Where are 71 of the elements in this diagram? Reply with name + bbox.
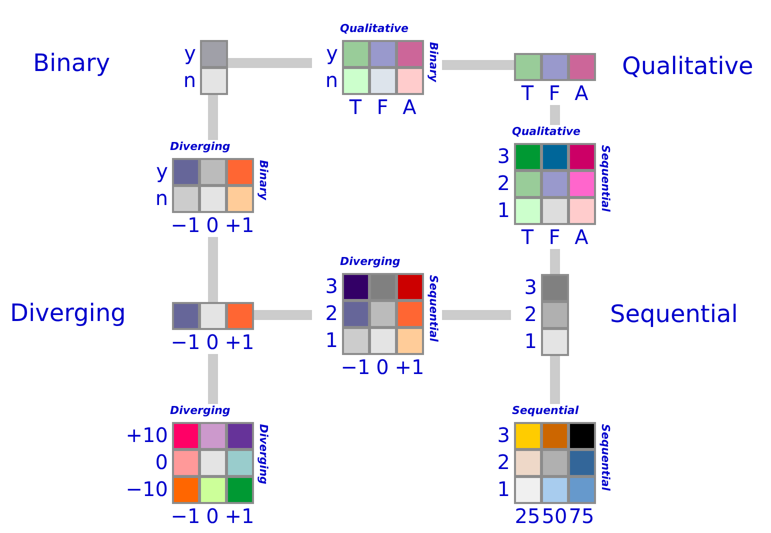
column-label: −1 bbox=[170, 331, 202, 353]
scheme-name: Qualitative bbox=[622, 51, 754, 81]
connector-line bbox=[442, 60, 514, 70]
column-label: 25 bbox=[514, 505, 542, 527]
connector-line bbox=[208, 95, 218, 140]
axis-title: Diverging bbox=[340, 255, 400, 269]
column-label: F bbox=[548, 82, 562, 104]
axis-title: Qualitative bbox=[340, 22, 408, 36]
column-label: 0 bbox=[205, 505, 220, 527]
column-label: A bbox=[574, 82, 590, 104]
connector-line bbox=[228, 58, 312, 68]
row-label: 3 bbox=[325, 273, 338, 300]
row-label: −10 bbox=[126, 476, 168, 503]
row-label: 3 bbox=[497, 143, 510, 170]
row-label: n bbox=[325, 67, 338, 94]
axis-title: Binary bbox=[256, 160, 270, 200]
connector-line bbox=[550, 105, 560, 125]
column-label: 0 bbox=[205, 331, 220, 353]
column-label: T bbox=[520, 226, 535, 248]
column-label: +1 bbox=[394, 356, 426, 378]
column-label: T bbox=[348, 96, 363, 118]
row-label: +10 bbox=[126, 422, 168, 449]
axis-title: Sequential bbox=[426, 275, 440, 342]
scheme-name: Sequential bbox=[610, 299, 738, 329]
axis-title: Sequential bbox=[598, 424, 612, 491]
column-label: F bbox=[376, 96, 390, 118]
row-label: 3 bbox=[497, 422, 510, 449]
row-label: 1 bbox=[325, 327, 338, 354]
axis-title: Binary bbox=[426, 42, 440, 82]
connector-line bbox=[550, 249, 560, 274]
row-label: 1 bbox=[524, 328, 537, 355]
column-label: −1 bbox=[170, 505, 202, 527]
row-label: 0 bbox=[155, 449, 168, 476]
column-label: +1 bbox=[224, 214, 256, 236]
row-label: 2 bbox=[497, 449, 510, 476]
column-label: −1 bbox=[340, 356, 372, 378]
column-label: −1 bbox=[170, 214, 202, 236]
column-label: T bbox=[520, 82, 535, 104]
column-label: 0 bbox=[375, 356, 390, 378]
connector-line bbox=[442, 310, 511, 320]
row-label: 1 bbox=[497, 197, 510, 224]
axis-title: Diverging bbox=[170, 140, 230, 154]
column-label: 50 bbox=[540, 505, 568, 527]
row-label: y bbox=[184, 40, 196, 67]
row-label: 3 bbox=[524, 274, 537, 301]
scheme-name: Diverging bbox=[10, 298, 126, 328]
axis-title: Diverging bbox=[170, 404, 230, 418]
row-label: 1 bbox=[497, 476, 510, 503]
axis-title: Diverging bbox=[256, 424, 270, 484]
column-label: 0 bbox=[205, 214, 220, 236]
connector-line bbox=[550, 356, 560, 404]
row-label: 2 bbox=[497, 170, 510, 197]
row-label: n bbox=[155, 185, 168, 212]
column-label: +1 bbox=[224, 331, 256, 353]
connector-line bbox=[208, 354, 218, 404]
connector-line bbox=[208, 237, 218, 302]
column-label: A bbox=[574, 226, 590, 248]
column-label: 75 bbox=[568, 505, 596, 527]
row-label: n bbox=[183, 67, 196, 94]
column-label: A bbox=[402, 96, 418, 118]
row-label: 2 bbox=[524, 301, 537, 328]
column-label: +1 bbox=[224, 505, 256, 527]
scheme-name: Binary bbox=[33, 48, 110, 78]
connector-line bbox=[254, 310, 312, 320]
axis-title: Sequential bbox=[598, 145, 612, 212]
row-label: 2 bbox=[325, 300, 338, 327]
axis-title: Sequential bbox=[512, 404, 579, 418]
row-label: y bbox=[326, 40, 338, 67]
axis-title: Qualitative bbox=[512, 125, 580, 139]
row-label: y bbox=[156, 158, 168, 185]
column-label: F bbox=[548, 226, 562, 248]
